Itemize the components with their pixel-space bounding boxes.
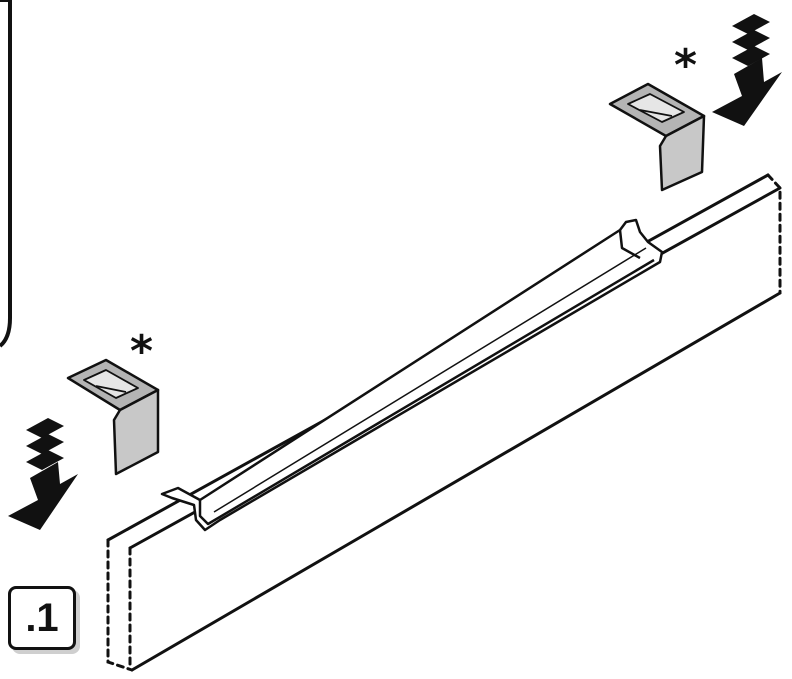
down-arrow-left: [8, 418, 78, 530]
down-arrow-right: [712, 14, 782, 126]
clip-left: [66, 358, 160, 476]
asterisk-left: *: [130, 326, 154, 377]
clip-right: [608, 82, 706, 192]
rail-board: [106, 173, 782, 672]
step-number-badge: .1: [8, 586, 76, 650]
channel-handle: [160, 218, 664, 532]
step-number: .1: [25, 595, 59, 640]
side-panel-edge: [0, 0, 12, 348]
asterisk-right: *: [674, 40, 698, 91]
